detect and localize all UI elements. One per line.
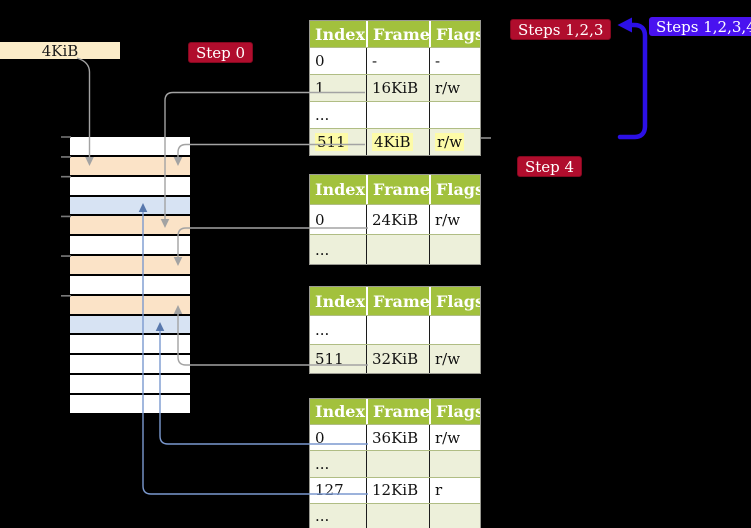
header-cell-frame: Frame [366, 399, 429, 425]
memory-row [70, 295, 190, 314]
memory-row [70, 256, 190, 274]
cell-index: 511 [315, 350, 344, 368]
table-header-row: Index Frame Flags [310, 287, 480, 315]
table-row: ... [310, 450, 480, 477]
highlighted-value: 4KiB [372, 133, 413, 151]
table-row: 0 36KiB r/w [310, 424, 480, 451]
memory-row [70, 216, 190, 235]
cell-index: 511 [310, 129, 366, 155]
header-cell-flags: Flags [429, 287, 480, 315]
cell-flags: - [429, 48, 480, 74]
table-row: ... [310, 315, 480, 344]
cell-frame [366, 451, 429, 477]
cell-index: 127 [315, 481, 344, 500]
recursive-loop-arrow [617, 17, 648, 140]
badge-steps-1-2-3-4: Steps 1,2,3,4 [649, 17, 751, 36]
cell-flags: r/w [429, 129, 480, 155]
cell-flags: r/w [429, 345, 480, 373]
page-table-3: Index Frame Flags ... 511 32KiB r/w [309, 286, 481, 374]
cell-index: ... [315, 454, 330, 473]
memory-row [70, 315, 190, 334]
header-cell-flags: Flags [429, 175, 480, 204]
table-row: 511 32KiB r/w [310, 344, 480, 373]
header-cell-index: Index [315, 291, 366, 311]
table-row: 0 - - [310, 47, 480, 74]
cell-flags [429, 235, 480, 264]
physical-memory-column [70, 137, 190, 413]
table-row: ... [310, 234, 480, 264]
cell-frame: 12KiB [366, 477, 429, 503]
cell-index: 0 [315, 428, 325, 447]
table-row: ... [310, 101, 480, 128]
cell-index: ... [315, 240, 330, 259]
header-cell-flags: Flags [429, 399, 480, 425]
badge-step-4: Step 4 [517, 156, 583, 177]
cell-frame [366, 316, 429, 344]
cell-index: ... [315, 321, 330, 339]
memory-row [70, 156, 190, 175]
cell-index: ... [315, 507, 330, 526]
page-table-4: Index Frame Flags 0 36KiB r/w ... 127 12… [309, 398, 481, 528]
cell-flags [429, 102, 480, 128]
header-cell-index: Index [315, 24, 366, 44]
memory-row [70, 335, 190, 354]
cell-frame: 4KiB [366, 129, 429, 155]
cell-flags: r/w [429, 205, 480, 234]
memory-row [70, 394, 190, 413]
badge-steps-1-2-3: Steps 1,2,3 [510, 19, 612, 40]
cell-frame [366, 503, 429, 528]
memory-row [70, 176, 190, 195]
cell-index: ... [315, 106, 330, 124]
table-row-highlighted: 511 4KiB r/w [310, 128, 480, 155]
table-header-row: Index Frame Flags [310, 399, 480, 425]
table-row: ... [310, 502, 480, 528]
memory-row [70, 137, 190, 155]
page-table-2: Index Frame Flags 0 24KiB r/w ... [309, 174, 481, 265]
cell-frame: 16KiB [366, 75, 429, 101]
table-header-row: Index Frame Flags [310, 21, 480, 47]
memory-row [70, 375, 190, 393]
page-table-1: Index Frame Flags 0 - - 1 16KiB r/w ... … [309, 20, 481, 156]
header-cell-frame: Frame [366, 287, 429, 315]
cell-flags [429, 451, 480, 477]
cell-flags [429, 503, 480, 528]
header-cell-index: Index [315, 180, 366, 199]
table-row: 1 16KiB r/w [310, 74, 480, 101]
memory-row [70, 236, 190, 255]
cell-index: 1 [315, 79, 325, 97]
table-header-row: Index Frame Flags [310, 175, 480, 204]
frame-4kib-label: 4KiB [0, 42, 120, 60]
table-row: 0 24KiB r/w [310, 204, 480, 234]
memory-row [70, 355, 190, 374]
cell-index: 0 [315, 210, 325, 229]
table-row: 127 12KiB r [310, 476, 480, 503]
cell-frame [366, 102, 429, 128]
header-cell-index: Index [315, 402, 366, 422]
badge-step-0: Step 0 [188, 42, 254, 63]
cell-index: 0 [315, 52, 325, 70]
memory-row [70, 275, 190, 294]
cell-flags: r [429, 477, 480, 503]
cell-frame: - [366, 48, 429, 74]
memory-row [70, 196, 190, 215]
highlighted-value: 511 [315, 133, 348, 151]
cell-flags: r/w [429, 425, 480, 451]
cell-frame: 32KiB [366, 345, 429, 373]
header-cell-frame: Frame [366, 175, 429, 204]
highlighted-value: r/w [435, 133, 465, 151]
header-cell-flags: Flags [429, 21, 480, 47]
cell-flags [429, 316, 480, 344]
cell-frame [366, 235, 429, 264]
cell-flags: r/w [429, 75, 480, 101]
cell-frame: 24KiB [366, 205, 429, 234]
header-cell-frame: Frame [366, 21, 429, 47]
cell-frame: 36KiB [366, 425, 429, 451]
